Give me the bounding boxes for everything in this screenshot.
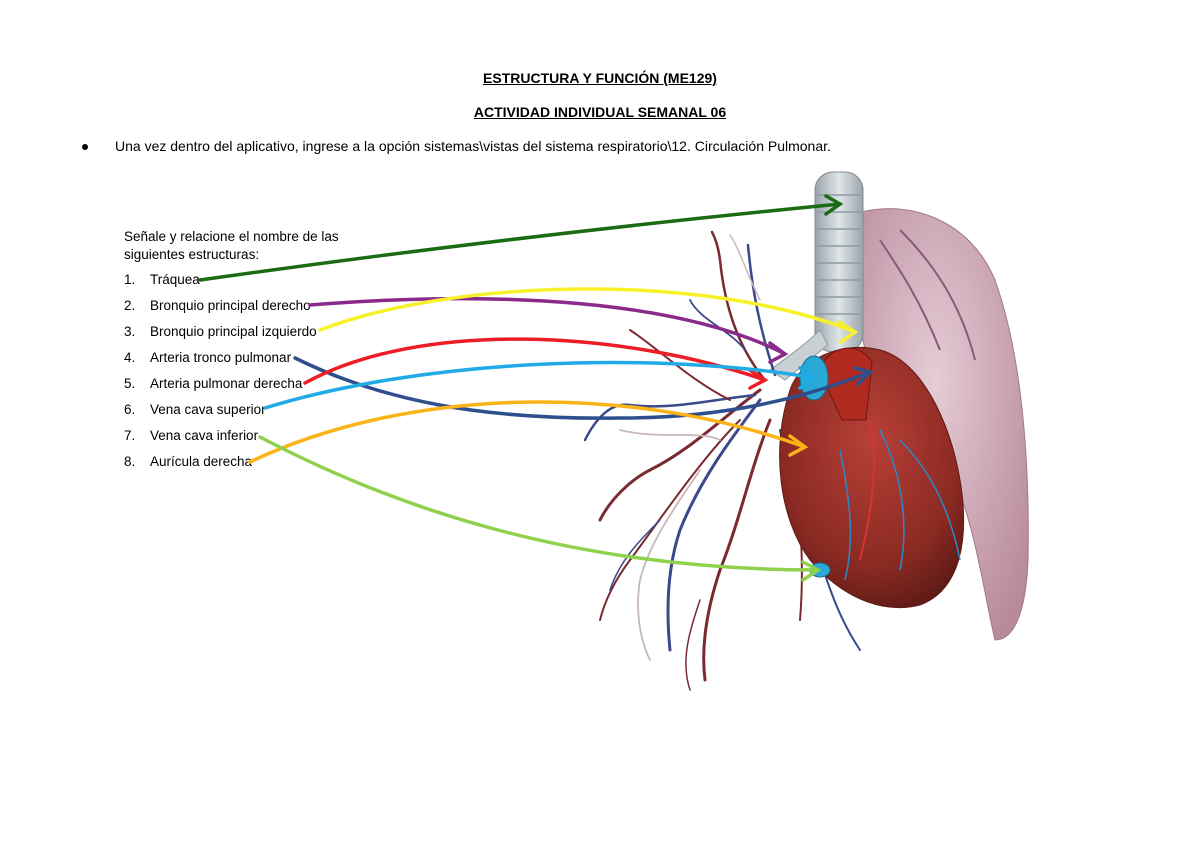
item-label: Arteria tronco pulmonar	[150, 350, 292, 365]
arrowhead-cava-superior	[798, 366, 819, 390]
arrowhead-bronquio-derecho	[768, 341, 789, 364]
item-label: Vena cava inferior	[150, 428, 259, 443]
arrowhead-auricula-derecha	[788, 434, 809, 457]
coronary-vessel	[839, 429, 961, 581]
arrow-pulmonar-derecha	[303, 337, 767, 385]
item-number: 8.	[124, 454, 136, 469]
item-number: 6.	[124, 402, 136, 417]
list-item-1: 1. Tráquea	[124, 272, 200, 287]
instruction-bullet: Una vez dentro del aplicativo, ingrese a…	[82, 138, 831, 154]
aorta-shape	[819, 347, 873, 421]
arrowhead-traquea	[824, 194, 844, 216]
item-number: 4.	[124, 350, 136, 365]
list-item-7: 7. Vena cava inferior	[124, 428, 258, 443]
arrowhead-cava-inferior	[801, 560, 822, 582]
lung-vessel	[879, 229, 976, 361]
item-label: Arteria pulmonar derecha	[150, 376, 303, 391]
instruction-text: Una vez dentro del aplicativo, ingrese a…	[115, 138, 831, 154]
list-item-3: 3. Bronquio principal izquierdo	[124, 324, 317, 339]
arrow-tronco-pulmonar	[293, 356, 872, 420]
item-label: Aurícula derecha	[150, 454, 253, 469]
arrowhead-pulmonar-derecha	[748, 368, 769, 390]
list-item-2: 2. Bronquio principal derecho	[124, 298, 311, 313]
list-item-8: 8. Aurícula derecha	[124, 454, 252, 469]
arrow-bronquio-derecho	[308, 296, 787, 356]
item-number: 5.	[124, 376, 136, 391]
item-label: Bronquio principal derecho	[150, 298, 311, 313]
item-label: Tráquea	[150, 272, 200, 287]
arrow-cava-superior	[263, 360, 817, 410]
list-item-6: 6. Vena cava superior	[124, 402, 266, 417]
arrowhead-bronquio-izquierdo	[837, 320, 859, 344]
arrow-traquea	[198, 202, 842, 282]
prompt-text: Señale y relacione el nombre de las sigu…	[124, 229, 339, 262]
arrow-cava-inferior	[258, 435, 820, 572]
list-item-5: 5. Arteria pulmonar derecha	[124, 376, 302, 391]
item-number: 1.	[124, 272, 136, 287]
item-number: 3.	[124, 324, 136, 339]
list-item-4: 4. Arteria tronco pulmonar	[124, 350, 291, 365]
arrowhead-tronco-pulmonar	[853, 366, 874, 386]
leader-arrows	[198, 194, 874, 582]
bronchus-shape	[769, 329, 829, 381]
trachea-rings	[817, 194, 861, 315]
document-subtitle: ACTIVIDAD INDIVIDUAL SEMANAL 06	[473, 104, 727, 120]
item-number: 7.	[124, 428, 136, 443]
item-label: Bronquio principal izquierdo	[150, 324, 317, 339]
bullet-icon	[82, 144, 88, 150]
document-title: ESTRUCTURA Y FUNCIÓN (ME129)	[483, 70, 717, 86]
item-label: Vena cava superior	[150, 402, 266, 417]
item-number: 2.	[124, 298, 136, 313]
arrow-auricula-derecha	[248, 400, 807, 464]
coronary-artery	[859, 419, 876, 561]
arrow-bronquio-izquierdo	[318, 287, 857, 334]
heart-shape	[779, 346, 965, 609]
